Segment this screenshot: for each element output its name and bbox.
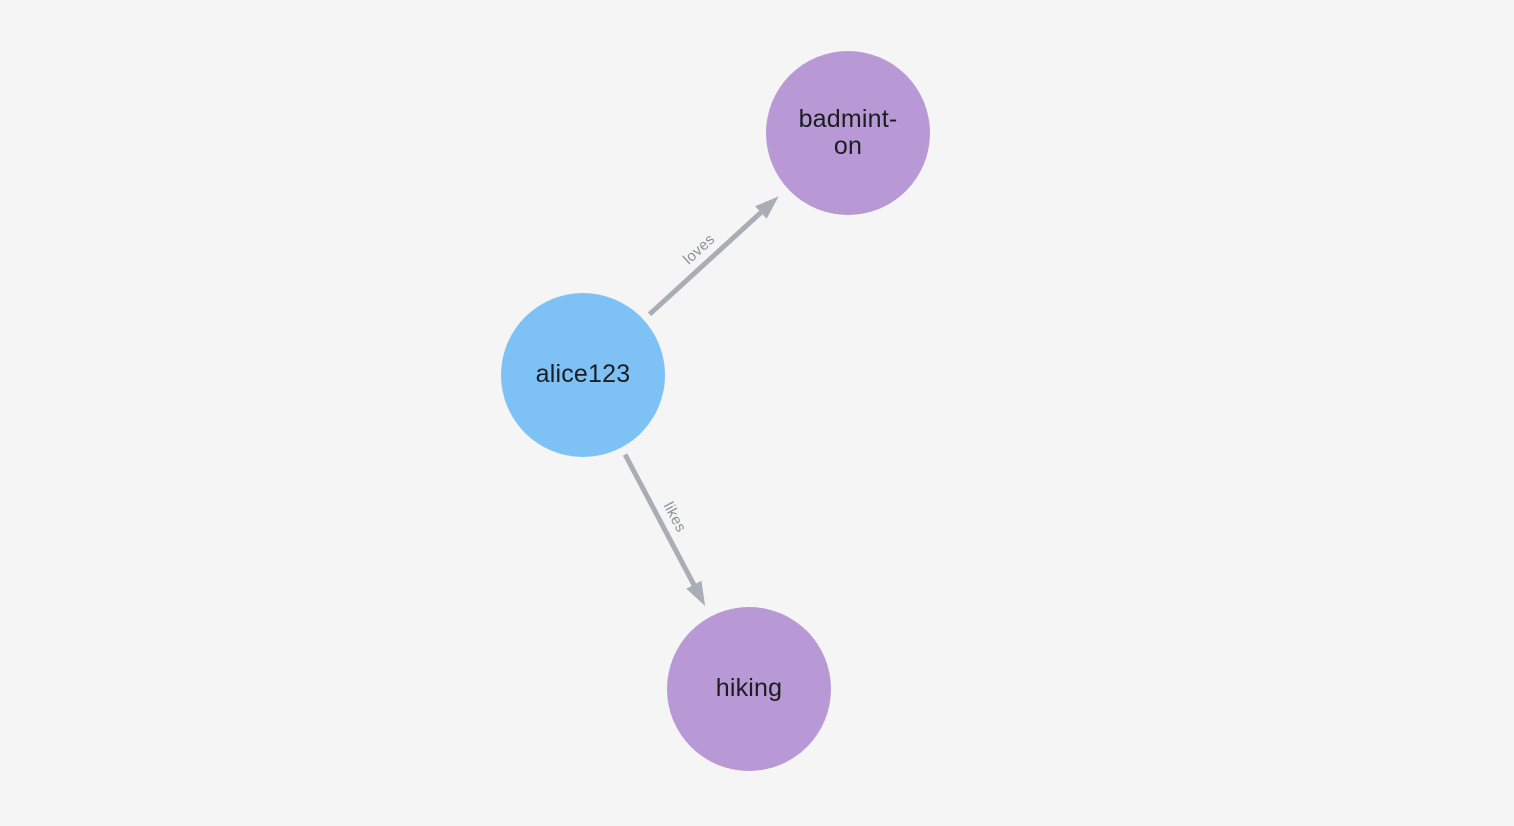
node-label-alice123: alice123 xyxy=(535,360,631,389)
node-hiking[interactable]: hiking xyxy=(667,607,831,771)
node-label-hiking: hiking xyxy=(715,674,783,703)
edge-loves[interactable]: loves xyxy=(647,196,779,317)
edge-likes[interactable]: likes xyxy=(622,453,706,606)
node-badminton[interactable]: badmint- on xyxy=(766,51,930,215)
node-alice123[interactable]: alice123 xyxy=(501,293,665,457)
edge-line[interactable] xyxy=(622,453,700,593)
edge-line[interactable] xyxy=(647,205,769,317)
edge-arrowhead-icon xyxy=(755,196,779,219)
edge-label: loves xyxy=(680,231,718,268)
node-label-badminton: badmint- on xyxy=(798,104,898,160)
edge-arrowhead-icon xyxy=(686,580,706,606)
